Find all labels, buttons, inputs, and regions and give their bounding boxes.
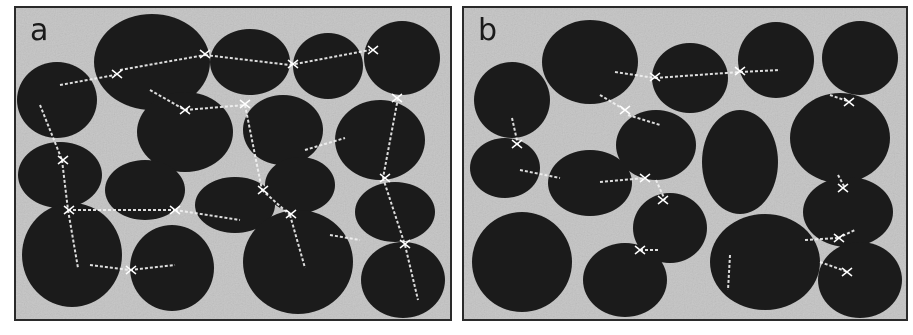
particle [548, 150, 632, 216]
particle [652, 43, 728, 113]
particle [822, 21, 898, 95]
particle [293, 33, 363, 99]
particle [335, 100, 425, 180]
particle [790, 93, 890, 183]
particle [702, 110, 778, 214]
particle [472, 212, 572, 312]
particle [710, 214, 820, 310]
panel-b: b [463, 7, 907, 320]
particle [470, 138, 540, 198]
particle [17, 62, 97, 138]
particle [137, 92, 233, 172]
particle [361, 242, 445, 318]
particle [542, 20, 638, 104]
particle [265, 157, 335, 213]
panel-a-label: a [30, 13, 48, 48]
particle [364, 21, 440, 95]
particle [22, 203, 122, 307]
panel-b-label: b [478, 13, 497, 48]
panel-a: a [15, 7, 451, 320]
particle [18, 142, 102, 208]
particle [818, 242, 902, 318]
particle [583, 243, 667, 317]
particle [243, 210, 353, 314]
particle [474, 62, 550, 138]
particle [210, 29, 290, 95]
particle [803, 177, 893, 247]
particle [738, 22, 814, 98]
